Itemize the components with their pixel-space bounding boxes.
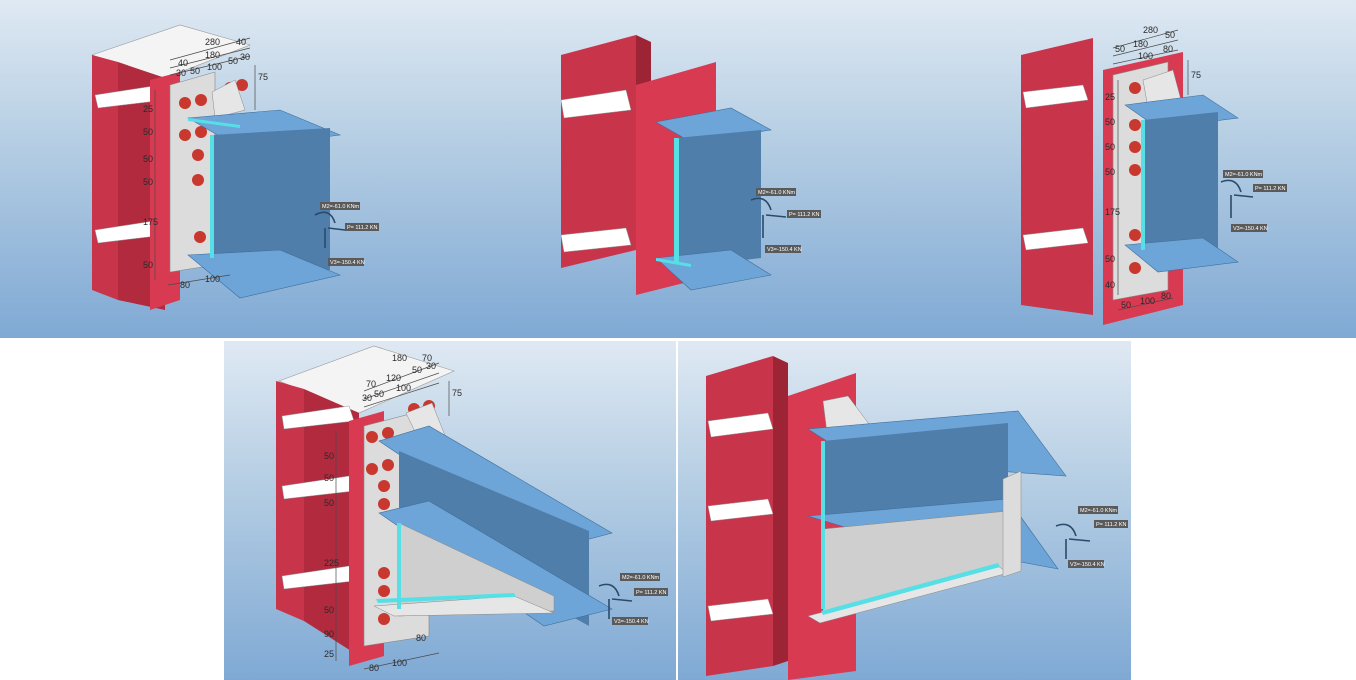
panel-bolted-endplate-connection: 280 40 180 40 30 50 100 50 30 75 25 50 5… xyxy=(0,0,451,338)
dim-side-6: 50 xyxy=(143,260,153,270)
moment-label: M2=-61.0 KNm xyxy=(322,204,360,210)
dim-top-0: 280 xyxy=(205,37,220,47)
axial-label: P= 111.2 KN xyxy=(636,590,667,596)
shear-label: V3=-150.4 KN xyxy=(1233,226,1268,232)
dim-top-2: 180 xyxy=(1133,39,1148,49)
dim-top-3: 120 xyxy=(386,373,401,383)
dim-top-4: 30 xyxy=(176,68,186,78)
force-arrows xyxy=(598,583,633,619)
dim-top-1: 70 xyxy=(422,353,432,363)
axial-label: P= 111.2 KN xyxy=(347,225,378,231)
connection-drawing-1: 280 40 180 40 30 50 100 50 30 75 25 50 5… xyxy=(91,24,379,310)
dim-side-4: 50 xyxy=(1105,167,1115,177)
dim-side-4: 225 xyxy=(324,558,339,568)
panel-haunched-welded-connection: M2=-61.0 KNm P= 111.2 KN V3=-150.4 KN xyxy=(678,341,1131,680)
dim-side-0: 75 xyxy=(258,72,268,82)
dim-top-4: 50 xyxy=(412,365,422,375)
dim-side-3: 50 xyxy=(1105,142,1115,152)
connection-drawing-4: 180 70 70 120 50 30 30 50 100 75 50 50 5… xyxy=(276,345,668,673)
connection-drawing-3: 280 50 180 50 100 80 75 25 50 50 50 175 … xyxy=(1021,25,1287,325)
dim-top-4: 100 xyxy=(1138,51,1153,61)
dim-top-1: 50 xyxy=(1115,44,1125,54)
dim-top-2: 180 xyxy=(205,50,220,60)
dim-top-3: 50 xyxy=(1165,30,1175,40)
dim-side-5: 175 xyxy=(143,217,158,227)
dim-bottom-2: 80 xyxy=(1161,291,1171,301)
dim-side-7: 25 xyxy=(324,649,334,659)
dim-side-0: 75 xyxy=(1191,70,1201,80)
dim-side-6: 50 xyxy=(1105,254,1115,264)
dim-top-0: 280 xyxy=(1143,25,1158,35)
dim-top-7: 50 xyxy=(228,56,238,66)
moment-label: M2=-61.0 KNm xyxy=(758,190,796,196)
dim-bottom-1: 100 xyxy=(392,658,407,668)
moment-label: M2=-61.0 KNm xyxy=(1080,508,1118,514)
dim-top-3: 40 xyxy=(236,37,246,47)
dim-top-2: 70 xyxy=(366,379,376,389)
dim-side-1: 25 xyxy=(143,104,153,114)
shear-label: V3=-150.4 KN xyxy=(1070,562,1105,568)
bolts xyxy=(1129,82,1141,274)
panel-extended-endplate-connection: 280 50 180 50 100 80 75 25 50 50 50 175 … xyxy=(903,0,1356,338)
axial-label: P= 111.2 KN xyxy=(1255,186,1286,192)
dim-side-1: 50 xyxy=(324,451,334,461)
dim-side-4: 50 xyxy=(143,177,153,187)
axial-label: P= 111.2 KN xyxy=(789,212,820,218)
dim-top-8: 30 xyxy=(240,52,250,62)
dim-bottom-0: 80 xyxy=(180,280,190,290)
dim-side-3: 50 xyxy=(143,154,153,164)
dim-bottom-2: 80 xyxy=(416,633,426,643)
dim-bottom-1: 100 xyxy=(1140,296,1155,306)
force-arrows xyxy=(750,197,787,238)
panel-haunched-bolted-connection: 180 70 70 120 50 30 30 50 100 75 50 50 5… xyxy=(224,341,676,680)
dim-top-1: 40 xyxy=(178,58,188,68)
dim-top-6: 100 xyxy=(207,62,222,72)
dim-side-7: 40 xyxy=(1105,280,1115,290)
dim-side-5: 175 xyxy=(1105,207,1120,217)
dim-side-0: 75 xyxy=(452,388,462,398)
dim-side-3: 50 xyxy=(324,498,334,508)
dim-side-2: 50 xyxy=(324,473,334,483)
dim-top-6: 30 xyxy=(362,393,372,403)
dim-side-1: 25 xyxy=(1105,92,1115,102)
moment-label: M2=-61.0 KNm xyxy=(1225,172,1263,178)
panel-welded-connection: M2=-61.0 KNm P= 111.2 KN V3=-150.4 KN xyxy=(451,0,903,338)
shear-label: V3=-150.4 KN xyxy=(614,619,649,625)
dim-top-8: 100 xyxy=(396,383,411,393)
dim-side-2: 50 xyxy=(1105,117,1115,127)
dim-top-0: 180 xyxy=(392,353,407,363)
force-arrows xyxy=(1220,179,1254,218)
force-arrows xyxy=(314,211,346,248)
dim-side-6: 90 xyxy=(324,629,334,639)
connection-drawing-5: M2=-61.0 KNm P= 111.2 KN V3=-150.4 KN xyxy=(706,356,1128,680)
axial-label: P= 111.2 KN xyxy=(1096,522,1127,528)
dim-top-5: 80 xyxy=(1163,44,1173,54)
shear-label: V3=-150.4 KN xyxy=(330,260,365,266)
shear-label: V3=-150.4 KN xyxy=(767,247,802,253)
dim-side-2: 50 xyxy=(143,127,153,137)
dim-top-5: 30 xyxy=(426,361,436,371)
dim-bottom-0: 50 xyxy=(1121,300,1131,310)
dim-bottom-0: 80 xyxy=(369,663,379,673)
connection-drawing-2: M2=-61.0 KNm P= 111.2 KN V3=-150.4 KN xyxy=(560,35,821,295)
force-arrows xyxy=(1055,523,1091,559)
moment-label: M2=-61.0 KNm xyxy=(622,575,660,581)
dim-top-7: 50 xyxy=(374,389,384,399)
dim-side-5: 50 xyxy=(324,605,334,615)
dim-top-5: 50 xyxy=(190,66,200,76)
dim-bottom-1: 100 xyxy=(205,274,220,284)
